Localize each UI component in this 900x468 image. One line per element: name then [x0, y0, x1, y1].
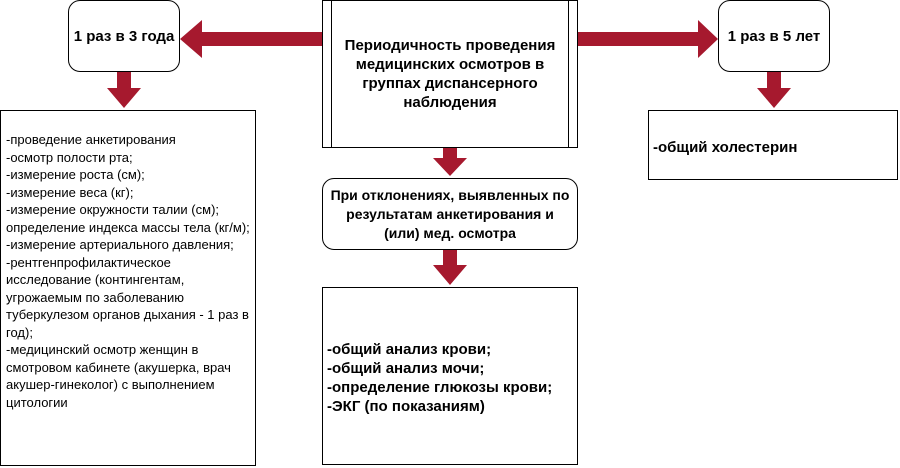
title-box: Периодичность проведения медицинских осм… [322, 0, 578, 148]
right-exam-box: -общий холестерин [648, 110, 898, 180]
analysis-item: -общий анализ мочи; [327, 360, 485, 377]
list-item: -медицинский осмотр женщин в смотровом к… [6, 342, 231, 410]
list-item: -измерение артериального давления; [6, 237, 234, 252]
left-exam-list: -проведение анкетирования -осмотр полост… [0, 110, 256, 466]
analysis-item: -общий анализ крови; [327, 341, 492, 358]
right-period-box: 1 раз в 5 лет [718, 0, 830, 72]
list-item: -измерение веса (кг); [6, 184, 134, 200]
arrow-down-left [107, 72, 141, 108]
analysis-item: -определение глюкозы крови; [327, 379, 553, 396]
analysis-item: -ЭКГ (по показаниям) [327, 398, 485, 415]
analysis-box: -общий анализ крови; -общий анализ мочи;… [322, 287, 578, 465]
arrow-down-condition [433, 250, 467, 285]
left-period-label: 1 раз в 3 года [73, 27, 175, 45]
condition-text: При отклонениях, выявленных по результат… [330, 186, 570, 241]
arrow-down-title [433, 148, 467, 176]
title-box-right-rule [568, 1, 569, 147]
list-item: -измерение окружности талии (см); опреде… [6, 202, 250, 235]
arrow-down-right [757, 72, 791, 108]
diagram-title: Периодичность проведения медицинских осм… [344, 37, 556, 111]
arrow-to-right-period [578, 20, 718, 58]
arrow-to-left-period [180, 20, 322, 58]
right-exam-item: -общий холестерин [653, 139, 798, 156]
list-item: -осмотр полости рта; [6, 149, 133, 165]
condition-box: При отклонениях, выявленных по результат… [322, 178, 578, 250]
left-period-box: 1 раз в 3 года [68, 0, 180, 72]
list-item: -рентгенпрофилактическое исследование (к… [6, 254, 249, 340]
title-box-left-rule [331, 1, 332, 147]
right-period-label: 1 раз в 5 лет [727, 27, 821, 45]
list-item: -измерение роста (см); [6, 167, 145, 182]
list-item: -проведение анкетирования [6, 132, 176, 147]
